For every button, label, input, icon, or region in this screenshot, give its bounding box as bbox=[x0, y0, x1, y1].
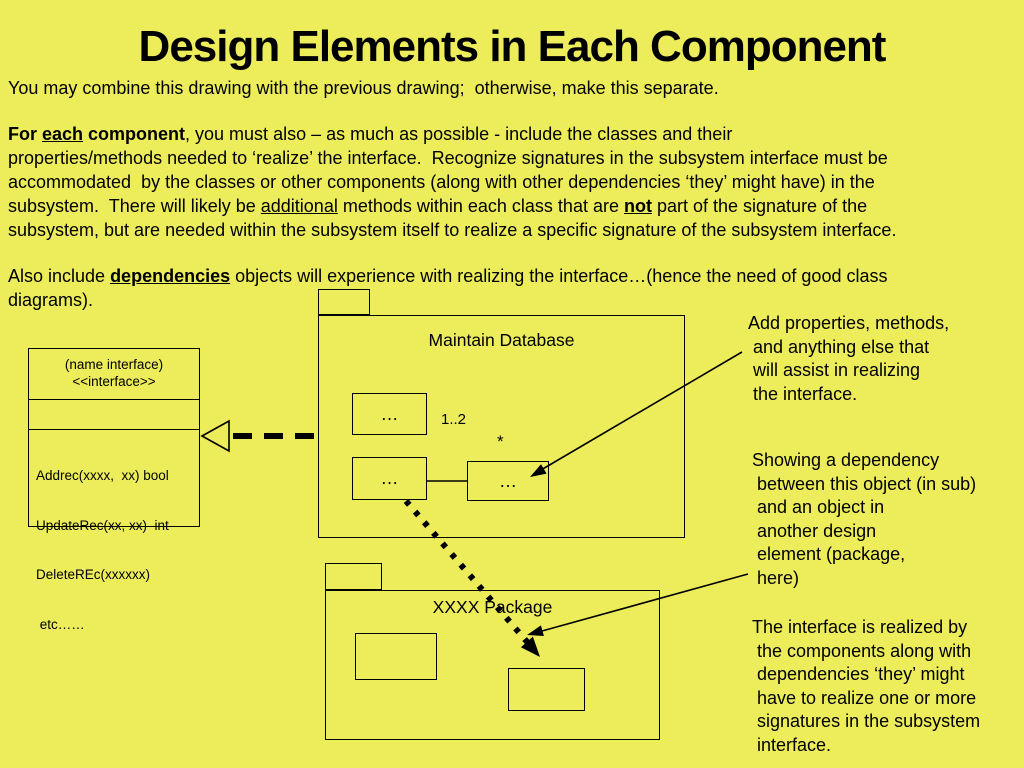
package-title: XXXX Package bbox=[432, 597, 553, 617]
package-tab bbox=[318, 289, 370, 315]
inner-box-2 bbox=[508, 668, 585, 711]
text-segment: each bbox=[42, 124, 84, 144]
text-segment: objects will experience with realizing t… bbox=[8, 266, 888, 310]
method-line: etc…… bbox=[36, 616, 85, 632]
text-segment: Also include bbox=[8, 266, 111, 286]
interface-header: (name interface) <<interface>> bbox=[29, 349, 199, 399]
uml-interface-classbox: (name interface) <<interface>> Addrec(xx… bbox=[28, 348, 200, 632]
text-segment: , you must also – as much as possible - … bbox=[8, 124, 888, 216]
interface-stereotype-line: <<interface>> bbox=[72, 374, 156, 389]
interface-attributes-compartment bbox=[29, 399, 199, 429]
package-title: Maintain Database bbox=[428, 330, 575, 350]
multiplicity-star: * bbox=[497, 432, 504, 451]
interface-methods-compartment: Addrec(xxxx, xx) bool UpdateRec(xx, xx) … bbox=[29, 429, 199, 666]
text-segment: For bbox=[8, 124, 42, 144]
text-segment: not bbox=[623, 196, 652, 216]
text-segment: methods within each class that are bbox=[337, 196, 624, 216]
method-line: UpdateRec(xx, xx) int bbox=[36, 517, 169, 533]
inner-box-1 bbox=[355, 633, 437, 680]
class-box-left: … bbox=[352, 457, 427, 500]
annotation-realized: The interface is realized by the compone… bbox=[752, 617, 981, 755]
text-segment: additional bbox=[260, 196, 338, 216]
class-box-right: … bbox=[467, 461, 549, 501]
method-line: DeleteREc(xxxxxx) bbox=[36, 567, 151, 582]
text-segment: part of the signature of the subsystem, … bbox=[8, 196, 897, 240]
interface-name-line: (name interface) bbox=[64, 357, 164, 372]
dependencies-paragraph: Also include dependencies objects will e… bbox=[8, 264, 1020, 312]
realization-triangle-icon bbox=[200, 419, 230, 453]
package-tab bbox=[325, 563, 382, 590]
multiplicity-label: 1..2 bbox=[441, 411, 467, 428]
requirements-paragraph: For each component, you must also – as m… bbox=[8, 122, 1020, 242]
annotation-add-properties: Add properties, methods, and anything el… bbox=[748, 313, 950, 404]
text-segment: dependencies bbox=[110, 266, 231, 286]
method-line: Addrec(xxxx, xx) bool bbox=[36, 468, 169, 483]
text-segment: component bbox=[83, 124, 186, 144]
body-text-column: You may combine this drawing with the pr… bbox=[8, 76, 1020, 312]
page-title: Design Elements in Each Component bbox=[138, 22, 887, 71]
class-box-top: … bbox=[352, 393, 427, 435]
intro-paragraph: You may combine this drawing with the pr… bbox=[8, 78, 719, 98]
annotation-dependency: Showing a dependency between this object… bbox=[752, 450, 977, 588]
